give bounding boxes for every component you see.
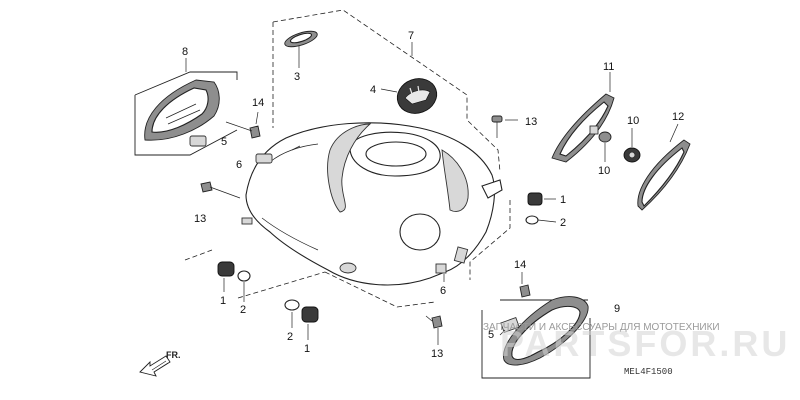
part-8-side-cover bbox=[144, 79, 220, 141]
diagram-code: MEL4F1500 bbox=[624, 367, 673, 377]
assembly-outline-7 bbox=[184, 9, 511, 308]
callout-2: 2 bbox=[560, 217, 566, 229]
callout-3: 3 bbox=[294, 71, 300, 83]
callout-6: 6 bbox=[236, 159, 242, 171]
part-5-rubber-pad bbox=[189, 135, 207, 147]
part-13-screw-left bbox=[200, 181, 241, 199]
part-9-lower-cover bbox=[500, 296, 589, 366]
callout-2: 2 bbox=[240, 304, 246, 316]
part-1-grommet-right bbox=[527, 192, 543, 206]
callout-1: 1 bbox=[220, 295, 226, 307]
watermark-tagline: ЗАПЧАСТИ И АКСЕССУАРЫ ДЛЯ МОТОТЕХНИКИ bbox=[483, 322, 720, 333]
callout-13: 13 bbox=[431, 348, 443, 360]
callout-13: 13 bbox=[194, 213, 206, 225]
group-box-8 bbox=[134, 71, 238, 156]
part-1-grommet-bottom bbox=[301, 306, 319, 323]
callout-9: 9 bbox=[614, 303, 620, 315]
part-3-emblem-seal bbox=[284, 30, 318, 48]
part-10-grommet-1 bbox=[598, 131, 612, 143]
callout-7: 7 bbox=[408, 30, 414, 42]
callout-10: 10 bbox=[627, 115, 639, 127]
part-13-screw-bottom bbox=[425, 315, 443, 345]
part-14-screw bbox=[225, 121, 261, 139]
callout-1: 1 bbox=[560, 194, 566, 206]
part-12-side-trim bbox=[637, 139, 691, 211]
callout-12: 12 bbox=[672, 111, 684, 123]
front-marker-label: FR. bbox=[166, 350, 181, 360]
watermark-logo: PARTSFOR.RU bbox=[500, 323, 790, 364]
callout-2: 2 bbox=[287, 331, 293, 343]
part-4-wing-emblem bbox=[396, 78, 438, 114]
part-10-grommet-2 bbox=[623, 147, 641, 163]
part-2-collar-lower-left bbox=[237, 270, 251, 282]
part-13-screw-top bbox=[491, 115, 518, 138]
callout-13: 13 bbox=[525, 116, 537, 128]
part-1-grommet-lower-left bbox=[217, 261, 235, 277]
part-7-tank-cover bbox=[241, 122, 503, 286]
callout-1: 1 bbox=[304, 343, 310, 355]
part-2-collar-bottom bbox=[284, 299, 300, 311]
callout-11: 11 bbox=[603, 61, 614, 73]
callout-14: 14 bbox=[514, 259, 526, 271]
callout-10: 10 bbox=[598, 165, 610, 177]
part-2-collar-right bbox=[525, 215, 539, 225]
callout-4: 4 bbox=[370, 84, 376, 96]
front-direction-arrow bbox=[139, 355, 171, 377]
callout-8: 8 bbox=[182, 46, 188, 58]
part-14-screw-lower bbox=[519, 284, 531, 298]
callout-6: 6 bbox=[440, 285, 446, 297]
callout-5: 5 bbox=[488, 329, 494, 341]
part-6-cushion bbox=[255, 153, 273, 164]
part-11-side-trim bbox=[551, 93, 615, 163]
callout-14: 14 bbox=[252, 97, 264, 109]
callout-5: 5 bbox=[221, 136, 227, 148]
